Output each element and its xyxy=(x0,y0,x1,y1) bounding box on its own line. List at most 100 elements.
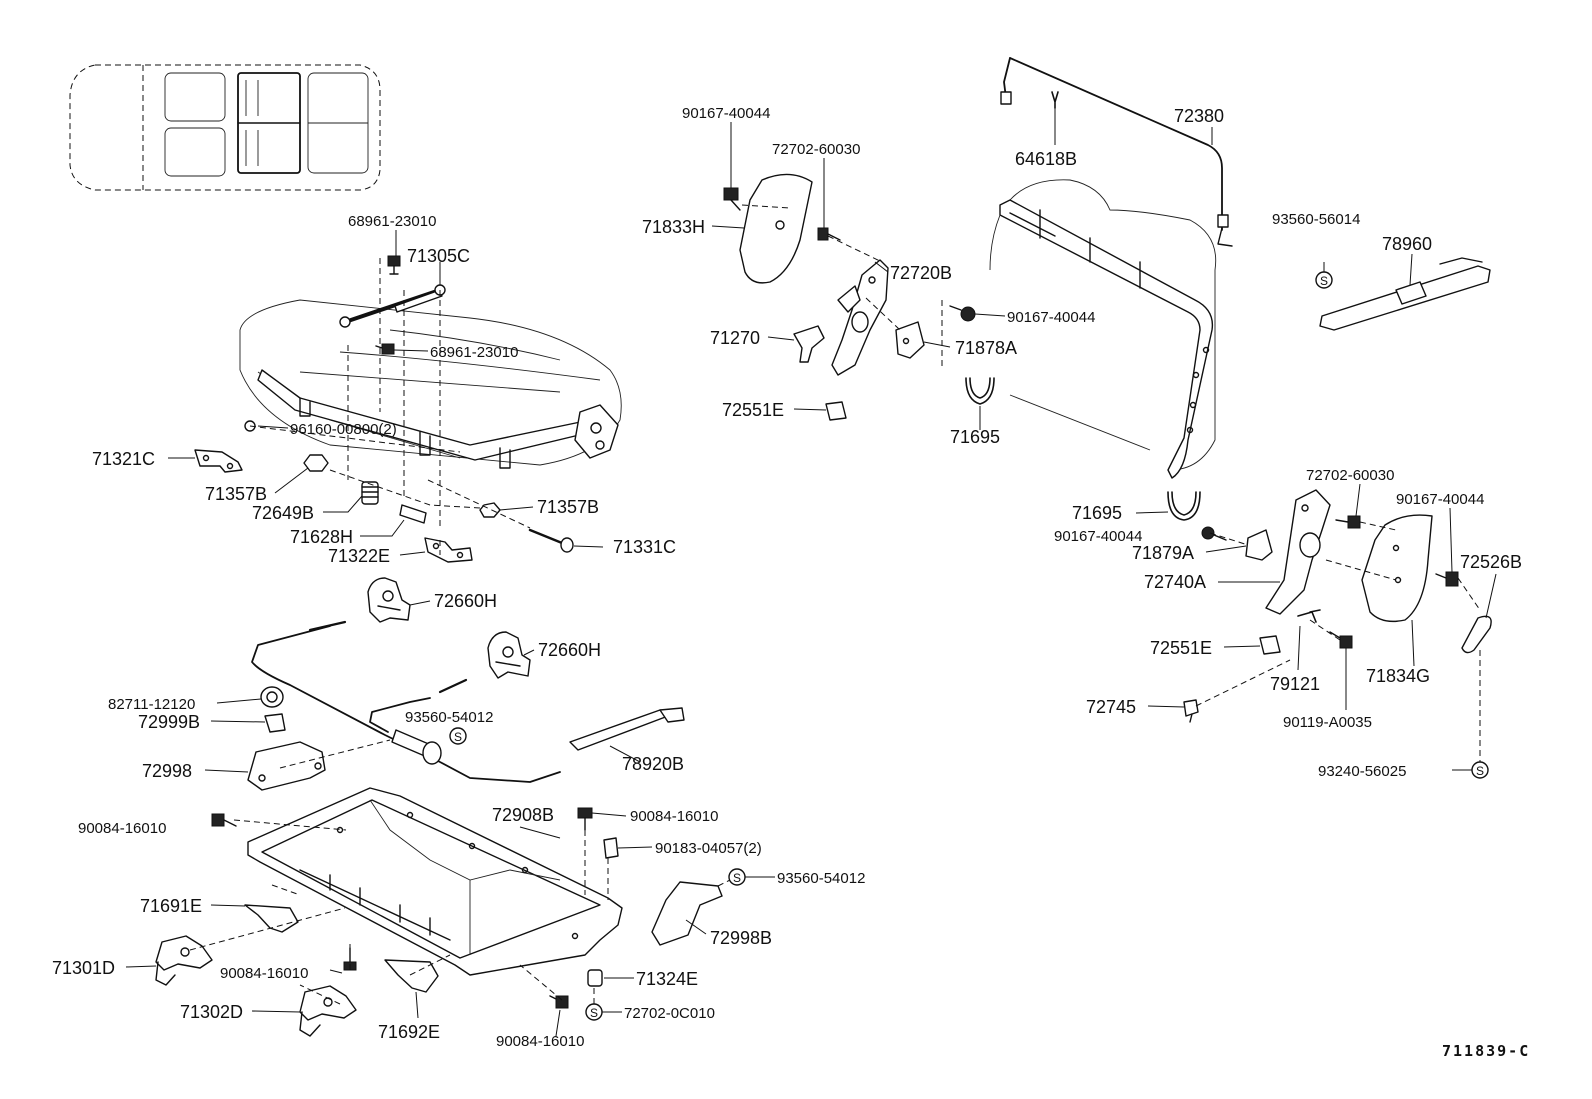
rod-72380 xyxy=(1000,57,1233,247)
s-mark-93240-56025: S xyxy=(1471,761,1489,779)
label-93240-56025: 93240-56025 xyxy=(1318,763,1406,780)
label-90119-a0035: 90119-A0035 xyxy=(1283,714,1372,731)
label-71691e: 71691E xyxy=(140,896,202,916)
label-90084-16010-d: 90084-16010 xyxy=(496,1033,584,1050)
label-90084-16010-a: 90084-16010 xyxy=(78,820,166,837)
label-72702-60030-a: 72702-60030 xyxy=(772,141,860,158)
bumper-71324e xyxy=(587,969,603,987)
label-90167-40044-b: 90167-40044 xyxy=(1007,309,1095,326)
label-93560-56014: 93560-56014 xyxy=(1272,211,1360,228)
s-mark-text: S xyxy=(1476,764,1484,778)
leader-lines xyxy=(125,108,1497,1037)
spring-72649b xyxy=(361,481,379,505)
cover-71833h xyxy=(739,173,813,284)
bracket-79121 xyxy=(1297,609,1321,623)
bracket-71322e xyxy=(424,537,473,563)
label-72998b: 72998B xyxy=(710,928,772,948)
washer-96160 xyxy=(244,420,256,432)
label-72380: 72380 xyxy=(1174,106,1224,126)
label-90167-40044-d: 90167-40044 xyxy=(1054,528,1142,545)
label-96160-00800: 96160-00800(2) xyxy=(290,421,397,438)
label-72740a: 72740A xyxy=(1144,572,1206,592)
cover-72998 xyxy=(247,741,326,791)
bolt-72702-b xyxy=(1335,515,1361,529)
clip-71695-a xyxy=(965,377,995,405)
hinge-71302d xyxy=(299,985,357,1037)
label-78960: 78960 xyxy=(1382,234,1432,254)
cover-71692e xyxy=(384,959,439,993)
label-72998: 72998 xyxy=(142,761,192,781)
bolt-90084-a xyxy=(211,813,237,827)
bolt-90084-b xyxy=(577,807,593,831)
label-71692e: 71692E xyxy=(378,1022,440,1042)
cover-71879a xyxy=(1245,529,1273,561)
clip-72745 xyxy=(1183,699,1199,723)
latch-72660h-b xyxy=(487,631,531,679)
label-71302d: 71302D xyxy=(180,1002,243,1022)
label-71331c: 71331C xyxy=(613,537,676,557)
s-mark-text: S xyxy=(590,1006,598,1020)
nut-71357b-a xyxy=(303,454,329,472)
label-90084-16010-c: 90084-16010 xyxy=(220,965,308,982)
pin-71331c xyxy=(528,528,574,553)
assembly-dashed-lines xyxy=(189,204,1481,1005)
label-71357b-a: 71357B xyxy=(205,484,267,504)
label-71322e: 71322E xyxy=(328,546,390,566)
diagram-reference-code: 711839-C xyxy=(1442,1042,1530,1060)
label-71270: 71270 xyxy=(710,328,760,348)
label-72660h-b: 72660H xyxy=(538,640,601,660)
cover-71691e xyxy=(244,904,299,933)
cover-72998b xyxy=(651,881,723,946)
handle-78960 xyxy=(1319,257,1491,331)
label-93560-54012-a: 93560-54012 xyxy=(405,709,493,726)
label-79121: 79121 xyxy=(1270,674,1320,694)
s-mark-text: S xyxy=(454,730,462,744)
label-68961-23010-b: 68961-23010 xyxy=(430,344,518,361)
label-93560-54012-b: 93560-54012 xyxy=(777,870,865,887)
bushing-71628h xyxy=(399,504,427,524)
label-72649b: 72649B xyxy=(252,503,314,523)
bolt-90167-b xyxy=(949,305,976,322)
bolt-90167-d xyxy=(1435,571,1459,587)
label-71324e: 71324E xyxy=(636,969,698,989)
clip-64618b xyxy=(1051,91,1059,109)
bracket-71321c xyxy=(194,449,243,473)
release-cable-assembly xyxy=(251,620,685,783)
knob-71270 xyxy=(793,325,825,363)
clip-72551e-a xyxy=(825,401,847,421)
vehicle-locator-illustration xyxy=(69,64,381,191)
label-71833h: 71833H xyxy=(642,217,705,237)
label-71321c: 71321C xyxy=(92,449,155,469)
label-71305c: 71305C xyxy=(407,246,470,266)
bolt-90119 xyxy=(1329,631,1353,649)
label-72551e-b: 72551E xyxy=(1150,638,1212,658)
clip-72551e-b xyxy=(1259,635,1281,655)
clip-90183 xyxy=(603,837,619,859)
hinge-72740a xyxy=(1265,489,1331,615)
label-82711-12120: 82711-12120 xyxy=(108,696,195,713)
label-72908b: 72908B xyxy=(492,805,554,825)
label-78920b: 78920B xyxy=(622,754,684,774)
bolt-90167-c xyxy=(1201,526,1227,541)
label-90167-40044-c: 90167-40044 xyxy=(1396,491,1484,508)
part-labels: 68961-23010 71305C 68961-23010 96160-008… xyxy=(52,105,1530,1060)
hinge-71301d xyxy=(155,935,213,986)
bolt-90084-d xyxy=(549,995,569,1009)
bolt-72702-a xyxy=(817,227,841,241)
label-71628h: 71628H xyxy=(290,527,353,547)
bolt-68961-top xyxy=(387,255,401,275)
latch-72660h-a xyxy=(367,577,411,623)
label-72660h-a: 72660H xyxy=(434,591,497,611)
label-71879a: 71879A xyxy=(1132,543,1194,563)
label-72745: 72745 xyxy=(1086,697,1136,717)
s-mark-text: S xyxy=(733,871,741,885)
seat-back-illustration xyxy=(989,179,1217,479)
label-72702-0c010: 72702-0C010 xyxy=(624,1005,715,1022)
label-72526b: 72526B xyxy=(1460,552,1522,572)
label-68961-23010-a: 68961-23010 xyxy=(348,213,436,230)
knob-72526b xyxy=(1461,615,1492,654)
bolt-68961-mid xyxy=(375,343,395,355)
s-mark-72702-0c010: S xyxy=(585,1003,603,1021)
label-71695-b: 71695 xyxy=(1072,503,1122,523)
